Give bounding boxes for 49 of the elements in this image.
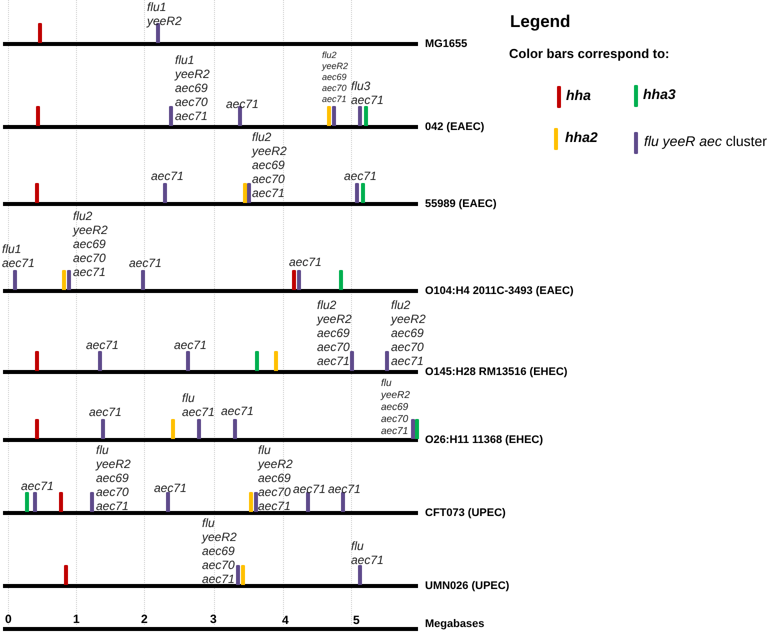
gene-label: flu2 yeeR2 aec69 aec70 aec71	[322, 50, 348, 105]
gene-label: aec71	[293, 482, 326, 496]
strain-label: O104:H4 2011C-3493 (EAEC)	[425, 285, 574, 298]
strain-label: O26:H11 11368 (EHEC)	[425, 434, 544, 447]
gene-label: aec71	[129, 256, 162, 270]
gene-label: flu2 yeeR2 aec69 aec70 aec71	[391, 298, 426, 368]
gene-label: aec71	[328, 482, 361, 496]
tick-label: 3	[210, 612, 217, 626]
gene-label: aec71	[221, 404, 254, 418]
strain-label: MG1655	[425, 38, 468, 51]
legend-label: hha3	[643, 86, 676, 102]
gene-label: flu1 aec71	[2, 242, 35, 270]
gene-label: flu yeeR2 aec69 aec70 aec71	[381, 378, 410, 438]
tick-label: 5	[353, 613, 360, 627]
legend-label: hha	[566, 87, 591, 103]
tick-label: 1	[73, 612, 80, 626]
gene-label: aec71	[151, 169, 184, 183]
tick-label: 2	[141, 612, 148, 626]
strain-label: 55989 (EAEC)	[425, 198, 497, 211]
legend-subtitle: Color bars correspond to:	[509, 46, 670, 61]
axis-title: Megabases	[425, 618, 484, 631]
strain-label: 042 (EAEC)	[425, 121, 484, 134]
gene-label: flu yeeR2 aec69 aec70 aec71	[202, 516, 237, 586]
gene-label: aec71	[21, 479, 54, 493]
gene-label: flu yeeR2 aec69 aec70 aec71	[96, 443, 131, 513]
gene-label: aec71	[89, 405, 122, 419]
gene-label: flu aec71	[351, 539, 384, 567]
gene-label: flu1 yeeR2 aec69 aec70 aec71	[175, 53, 210, 123]
gene-label: aec71	[226, 97, 259, 111]
strain-label: UMN026 (UPEC)	[425, 580, 510, 593]
gene-label: flu2 yeeR2 aec69 aec70 aec71	[73, 209, 108, 279]
gene-label: aec71	[86, 338, 119, 352]
tick-label: 0	[5, 612, 12, 626]
gene-label: aec71	[174, 338, 207, 352]
gene-label: flu1 yeeR2	[147, 0, 182, 28]
gene-label: aec71	[154, 481, 187, 495]
gene-label: aec71	[344, 169, 377, 183]
gene-label: aec71	[289, 255, 322, 269]
legend-label: hha2	[565, 129, 598, 145]
tick-label: 4	[282, 613, 289, 627]
legend-label: flu yeeR aec cluster	[644, 133, 767, 149]
gene-label: flu2 yeeR2 aec69 aec70 aec71	[252, 130, 287, 200]
legend-title: Legend	[510, 12, 570, 32]
gene-label: flu2 yeeR2 aec69 aec70 aec71	[317, 298, 352, 368]
gene-label: flu aec71	[182, 391, 215, 419]
gene-label: flu3 aec71	[351, 79, 384, 107]
strain-label: O145:H28 RM13516 (EHEC)	[425, 366, 568, 379]
strain-label: CFT073 (UPEC)	[425, 507, 506, 520]
gene-label: flu yeeR2 aec69 aec70 aec71	[258, 443, 293, 513]
